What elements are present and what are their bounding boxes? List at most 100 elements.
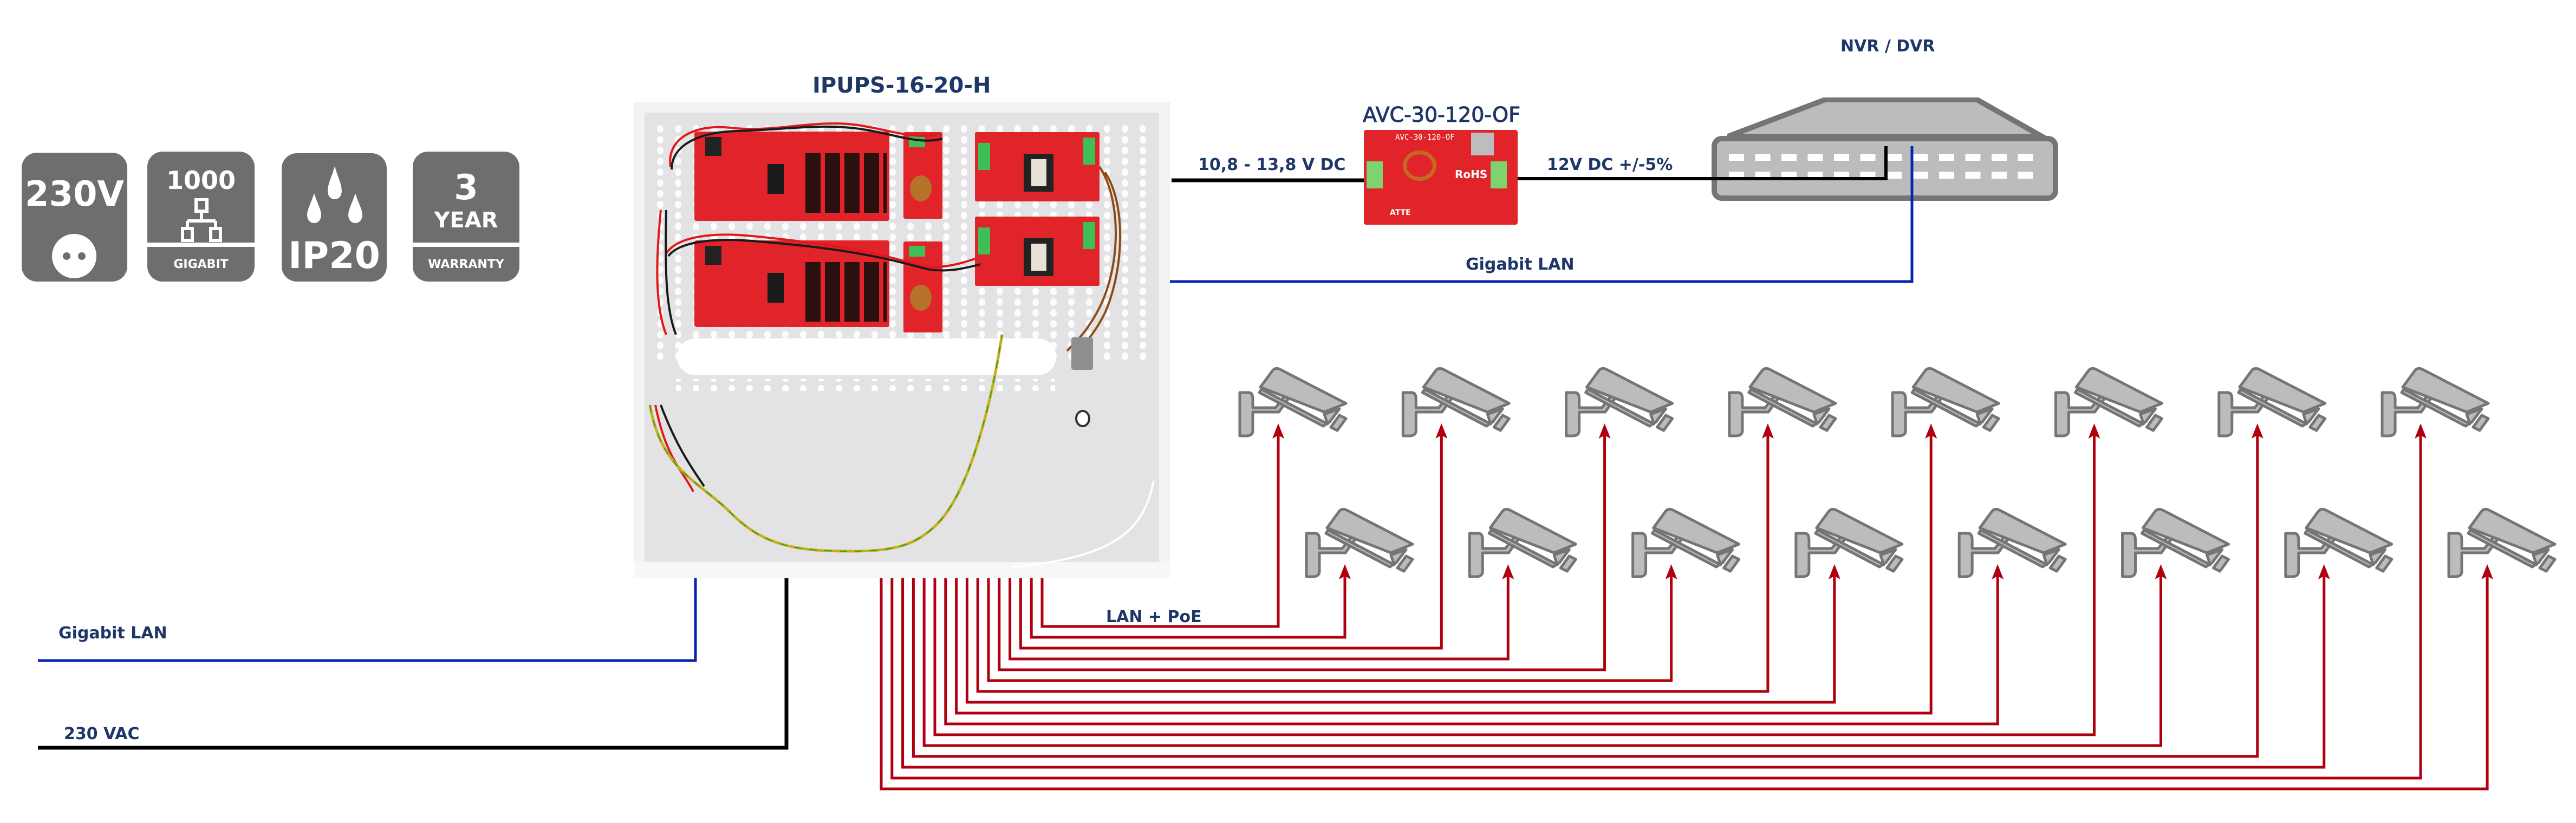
poe-cable (944, 572, 1999, 726)
nvr-port (1992, 154, 2007, 161)
nvr-ports (1729, 154, 2033, 179)
nvr-port (1887, 154, 1902, 161)
nvr-port (1913, 172, 1928, 179)
poe-arrow-head (2088, 423, 2100, 439)
badge-ip-rating: IP20 (288, 234, 380, 277)
poe-arrow-head (1502, 564, 1514, 579)
nvr-port (1965, 172, 1981, 179)
avc-board: AVC-30-120-OF RoHS ATTE (1364, 130, 1518, 225)
cctv-camera-icon (1957, 507, 2067, 578)
poe-arrow-head (1992, 564, 2004, 579)
nvr-port (1913, 154, 1928, 161)
nvr-port (1834, 154, 1849, 161)
poe-arrow-head (1272, 423, 1284, 439)
converter-board-1 (903, 132, 942, 219)
poe-arrow-head (2155, 564, 2167, 579)
poe-arrow-head (1435, 423, 1448, 439)
badge-230v: 230V (22, 153, 127, 282)
avc-output-terminal (1491, 161, 1507, 188)
rj45-ports (805, 262, 887, 322)
badge-gigabit: 1000 GIGABIT (147, 152, 255, 282)
converter-board-2 (903, 241, 942, 332)
water-drops-icon (307, 166, 362, 223)
poe-arrow-head (2481, 564, 2494, 579)
poe-cable (955, 431, 1933, 715)
cctv-camera-icon (2121, 507, 2230, 578)
poe-arrow-head (1665, 564, 1677, 579)
nvr-port (1807, 154, 1823, 161)
avc-input-terminal (1367, 161, 1383, 188)
poe-arrow-head (1761, 423, 1774, 439)
internal-wiring (648, 122, 1155, 569)
cctv-camera-icon (1305, 507, 1414, 578)
nvr-port (1729, 172, 1744, 179)
poe-cable (912, 431, 2259, 758)
mains-label: 230 VAC (64, 724, 140, 743)
rj45-ports (805, 153, 887, 213)
avc-board-text: AVC-30-120-OF (1395, 133, 1455, 142)
nvr-port (2018, 172, 2033, 179)
cctv-camera-icon (1401, 367, 1511, 437)
badge-gigabit-label: GIGABIT (173, 258, 229, 271)
badge-warranty-label: WARRANTY (428, 258, 504, 271)
poe-cable (901, 572, 2326, 769)
nvr-port (1992, 172, 2007, 179)
poe-cable (1009, 572, 1510, 661)
poe-cable (987, 572, 1673, 682)
psu-board-1 (975, 132, 1100, 201)
cctv-camera-icon (2447, 507, 2557, 578)
nvr-port (1860, 172, 1876, 179)
cctv-camera-icon (1631, 507, 1741, 578)
cctv-camera-icon (1794, 507, 1904, 578)
poe-cable (976, 431, 1770, 693)
mains-cable (38, 578, 789, 750)
poe-cable (1030, 572, 1346, 639)
poe-arrow-head (2415, 423, 2427, 439)
cctv-camera-icon (2054, 367, 2163, 437)
nvr-port (1755, 154, 1771, 161)
nvr-port (1781, 172, 1797, 179)
nvr-port (1939, 154, 1954, 161)
nvr-port (1729, 154, 1744, 161)
avc-qr-code (1471, 133, 1494, 155)
badge-warranty-years: 3 (454, 168, 478, 208)
poe-arrow-head (1925, 423, 1937, 439)
cctv-camera-icon (2217, 367, 2327, 437)
poe-label: LAN + PoE (1106, 608, 1202, 626)
dc-output-cable (1518, 146, 1888, 180)
nvr-port (1781, 154, 1797, 161)
uplink-lan-cable (38, 578, 697, 662)
nvr-lan-label: Gigabit LAN (1466, 255, 1575, 274)
nvr-port (1807, 172, 1823, 179)
nvr-port (1965, 154, 1981, 161)
poe-switch-board-2 (694, 240, 889, 327)
poe-cable (965, 572, 1836, 704)
poe-cable (998, 431, 1606, 671)
nvr-port (2018, 154, 2033, 161)
poe-cable (1040, 431, 1280, 628)
nvr-port (1887, 172, 1902, 179)
cctv-camera-icon (1891, 367, 2000, 437)
badge-warranty-unit: YEAR (434, 208, 498, 233)
badge-warranty: 3 YEAR WARRANTY (413, 152, 519, 282)
poe-arrow-head (1339, 564, 1351, 579)
nvr-port (1755, 172, 1771, 179)
cctv-camera-icon (2380, 367, 2490, 437)
nvr-port (1834, 172, 1849, 179)
nvr-port (1939, 172, 1954, 179)
avc-title: AVC-30-120-OF (1363, 103, 1521, 127)
cctv-camera-icon (1468, 507, 1577, 578)
poe-cable (1019, 431, 1443, 650)
cctv-camera-icon (1728, 367, 1837, 437)
cctv-camera-icon (2284, 507, 2393, 578)
badge-gigabit-speed: 1000 (166, 166, 236, 195)
poe-arrow-head (2251, 423, 2263, 439)
poe-arrow-head (1598, 423, 1611, 439)
output-voltage-label: 12V DC +/-5% (1547, 155, 1673, 174)
avc-toroid-coil (1403, 151, 1436, 181)
poe-cable (880, 572, 2489, 791)
poe-arrow-head (1828, 564, 1840, 579)
network-icon (181, 198, 222, 242)
ipups-title: IPUPS-16-20-H (812, 73, 991, 98)
